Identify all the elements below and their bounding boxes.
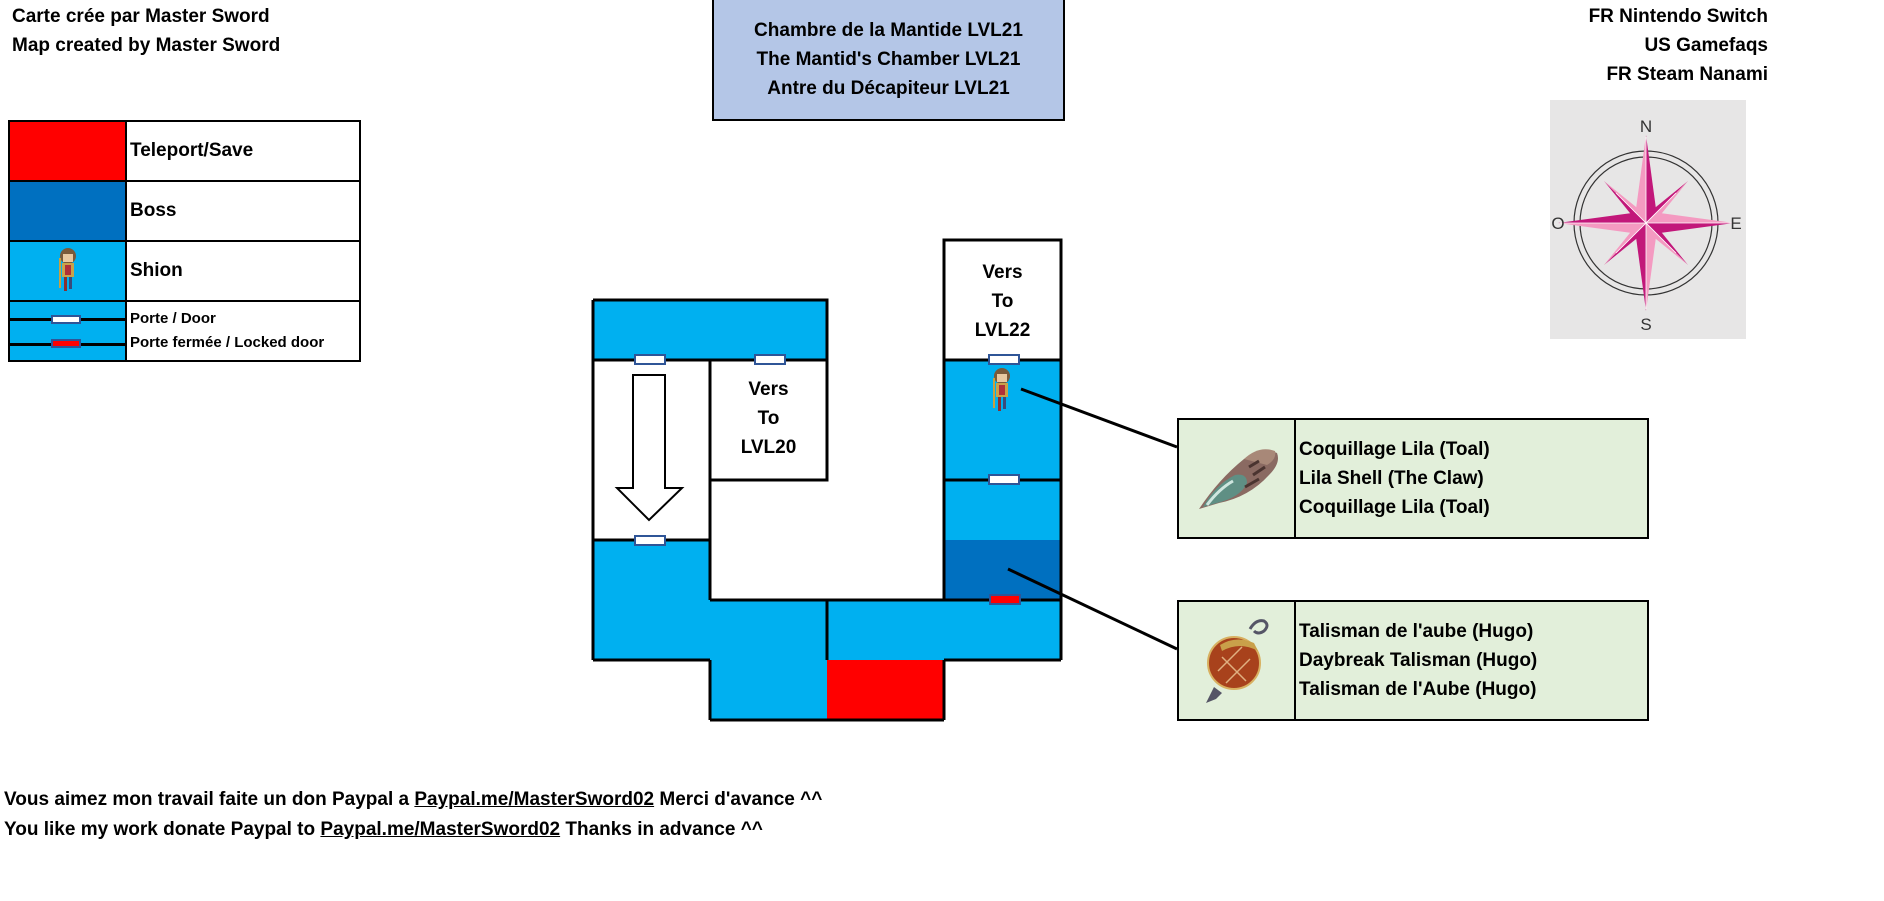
talisman-icon <box>1205 618 1268 703</box>
item-box-talisman: Talisman de l'aube (Hugo) Daybreak Talis… <box>1177 600 1649 721</box>
title-fr-steam: Antre du Décapiteur LVL21 <box>767 78 1010 99</box>
item-box-shell: Coquillage Lila (Toal) Lila Shell (The C… <box>1177 418 1649 539</box>
donate-line-fr: Vous aimez mon travail faite un don Payp… <box>4 785 822 815</box>
exit-lvl22-label[interactable]: Vers To LVL22 <box>944 258 1061 345</box>
item-name-fr: Coquillage Lila (Toal) <box>1299 439 1490 460</box>
compass: N E S O <box>1550 100 1746 339</box>
legend-label: Shion <box>130 260 183 281</box>
item-name-fr: Talisman de l'aube (Hugo) <box>1299 621 1534 642</box>
label-line: Vers <box>748 379 789 400</box>
door-icon <box>51 315 81 324</box>
room-exit-lvl20 <box>710 360 827 480</box>
shell-icon <box>1198 448 1278 509</box>
donate-text: Vous aimez mon travail faite un don Payp… <box>4 785 822 845</box>
label-line: To <box>991 291 1014 312</box>
label-line: Vers <box>982 262 1023 283</box>
compass-rose-icon: N E S O <box>1551 117 1741 334</box>
room-lower-corridor <box>827 600 1061 660</box>
legend-label: Boss <box>130 200 177 221</box>
locked-door-icon[interactable] <box>989 594 1021 605</box>
room-lower-mid <box>710 600 827 720</box>
teleport-swatch <box>10 122 127 180</box>
legend-row-teleport: Teleport/Save <box>10 122 359 182</box>
map-title-box: Chambre de la Mantide LVL21 The Mantid's… <box>712 0 1065 121</box>
shion-sprite-icon <box>59 248 76 291</box>
legend-row-boss: Boss <box>10 182 359 242</box>
donate-prefix: Vous aimez mon travail faite un don Payp… <box>4 789 415 810</box>
door-icon[interactable] <box>754 354 786 365</box>
legend-label-doors: Porte / Door Porte fermée / Locked door <box>127 302 359 360</box>
label-line: To <box>757 408 780 429</box>
title-en: The Mantid's Chamber LVL21 <box>756 49 1021 70</box>
shion-sprite-icon <box>993 368 1010 411</box>
room-exit-lvl22 <box>944 240 1061 360</box>
source-2: US Gamefaqs <box>1644 35 1768 56</box>
room-lower-left <box>593 540 710 660</box>
item-name-fr-steam: Coquillage Lila (Toal) <box>1299 497 1490 518</box>
credits-fr: Carte crée par Master Sword <box>12 6 270 27</box>
donate-line-en: You like my work donate Paypal to Paypal… <box>4 815 822 845</box>
source-1: FR Nintendo Switch <box>1588 6 1768 27</box>
compass-east: E <box>1730 214 1741 233</box>
compass-south: S <box>1640 315 1651 334</box>
connector-shion-item <box>1020 387 1178 449</box>
sources: FR Nintendo Switch US Gamefaqs FR Steam … <box>1589 2 1768 89</box>
legend-label-locked-door: Porte fermée / Locked door <box>130 334 325 351</box>
door-icon[interactable] <box>634 354 666 365</box>
room-pre-boss <box>944 480 1061 540</box>
compass-north: N <box>1640 117 1652 136</box>
donate-prefix: You like my work donate Paypal to <box>4 819 321 840</box>
donate-suffix: Thanks in advance ^^ <box>560 819 763 840</box>
source-3: FR Steam Nanami <box>1606 64 1768 85</box>
legend-label: Teleport/Save <box>130 140 254 161</box>
compass-west: O <box>1551 214 1564 233</box>
door-swatch <box>10 302 127 360</box>
item-name-fr-steam: Talisman de l'Aube (Hugo) <box>1299 679 1537 700</box>
door-icon[interactable] <box>988 354 1020 365</box>
locked-door-icon <box>51 339 81 348</box>
item-name-en: Lila Shell (The Claw) <box>1299 468 1484 489</box>
exit-lvl20-label[interactable]: Vers To LVL20 <box>710 375 827 462</box>
paypal-link[interactable]: Paypal.me/MasterSword02 <box>414 789 655 810</box>
item-names: Talisman de l'aube (Hugo) Daybreak Talis… <box>1296 602 1647 719</box>
legend-row-doors: Porte / Door Porte fermée / Locked door <box>10 302 359 360</box>
legend-label-door: Porte / Door <box>130 310 216 327</box>
credits-en: Map created by Master Sword <box>12 35 281 56</box>
door-icon[interactable] <box>988 474 1020 485</box>
title-fr: Chambre de la Mantide LVL21 <box>754 20 1023 41</box>
down-arrow-icon <box>614 374 685 522</box>
label-line: LVL22 <box>974 320 1031 341</box>
paypal-link[interactable]: Paypal.me/MasterSword02 <box>320 819 561 840</box>
teleport-save-room <box>827 660 944 720</box>
doors <box>634 354 1021 605</box>
room-upper-corridor <box>593 300 827 360</box>
legend: Teleport/Save Boss Shion <box>8 120 361 362</box>
label-line: LVL20 <box>740 437 797 458</box>
boss-swatch <box>10 182 127 240</box>
donate-suffix: Merci d'avance ^^ <box>654 789 823 810</box>
item-icon-cell <box>1179 420 1296 537</box>
boss-room <box>944 540 1061 600</box>
legend-row-shion: Shion <box>10 242 359 302</box>
credits: Carte crée par Master Sword Map created … <box>12 2 280 60</box>
door-icon[interactable] <box>634 535 666 546</box>
connector-boss-item <box>1007 567 1178 651</box>
shion-swatch <box>10 242 127 300</box>
item-name-en: Daybreak Talisman (Hugo) <box>1299 650 1538 671</box>
item-names: Coquillage Lila (Toal) Lila Shell (The C… <box>1296 420 1647 537</box>
item-icon-cell <box>1179 602 1296 719</box>
